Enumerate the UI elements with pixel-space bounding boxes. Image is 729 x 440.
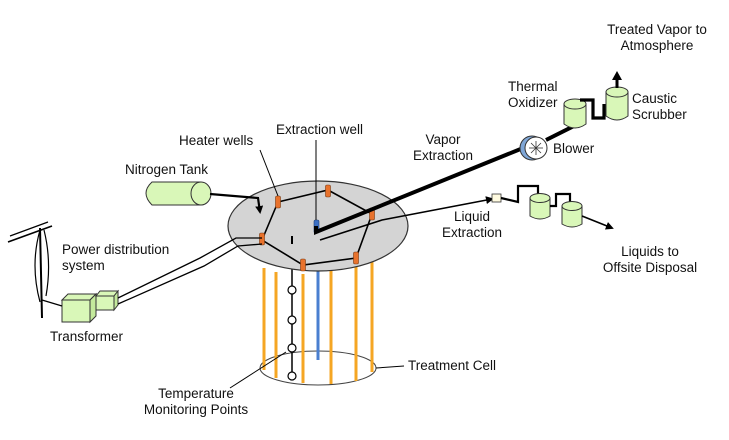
caustic-scrubber [605, 86, 629, 121]
temperature-monitoring-string [287, 268, 297, 381]
extraction-well-label: Extraction well [276, 122, 364, 137]
blower [519, 135, 548, 161]
power-cable-upper [117, 237, 262, 299]
power-cable-lower [117, 243, 263, 305]
temperature-point [287, 315, 297, 325]
power-pole [7, 221, 53, 319]
heater-wells-pointer [259, 149, 279, 197]
thermal-oxidizer [563, 98, 587, 129]
heater-wells-label: Heater wells [179, 133, 254, 148]
temperature-points-label: Temperature Monitoring Points [143, 386, 249, 417]
vapor-extraction-label: Vapor Extraction [412, 132, 474, 163]
nitrogen-line [209, 192, 264, 214]
liquid-valve [491, 193, 502, 203]
liquid-vessel-2 [561, 201, 583, 228]
transformer [60, 289, 120, 324]
oxidizer-to-scrubber-line [580, 98, 606, 120]
caustic-scrubber-label: Caustic Scrubber [632, 91, 687, 122]
pole-to-transformer-line [41, 299, 63, 307]
temperature-point [287, 371, 297, 381]
thermal-oxidizer-label: Thermal Oxidizer [508, 79, 558, 110]
liquids-out-line [581, 215, 614, 230]
temperature-points-pointer [229, 351, 287, 389]
liquid-extraction-line [319, 196, 494, 241]
blower-to-oxidizer-line [545, 124, 575, 142]
nitrogen-tank [145, 181, 212, 206]
vapor-extraction-line [314, 144, 529, 235]
liquid-vessel-1 [529, 193, 551, 220]
liquid-piping [500, 184, 540, 204]
heater-rods [262, 258, 374, 384]
treatment-cell-pointer [375, 365, 405, 369]
nitrogen-tank-label: Nitrogen Tank [125, 162, 209, 177]
liquid-extraction-label: Liquid Extraction [441, 209, 503, 240]
liquids-disposal-label: Liquids to Offsite Disposal [602, 244, 698, 275]
vessel-link [550, 192, 572, 208]
treated-vapor-label: Treated Vapor to Atmosphere [607, 22, 707, 53]
blower-label: Blower [553, 141, 595, 156]
temperature-point [287, 343, 297, 353]
power-distribution-label: Power distribution system [62, 242, 170, 273]
vent-arrowhead [612, 71, 622, 80]
transformer-label: Transformer [50, 329, 124, 344]
temperature-point [287, 285, 297, 295]
treatment-cell-label: Treatment Cell [408, 358, 497, 373]
